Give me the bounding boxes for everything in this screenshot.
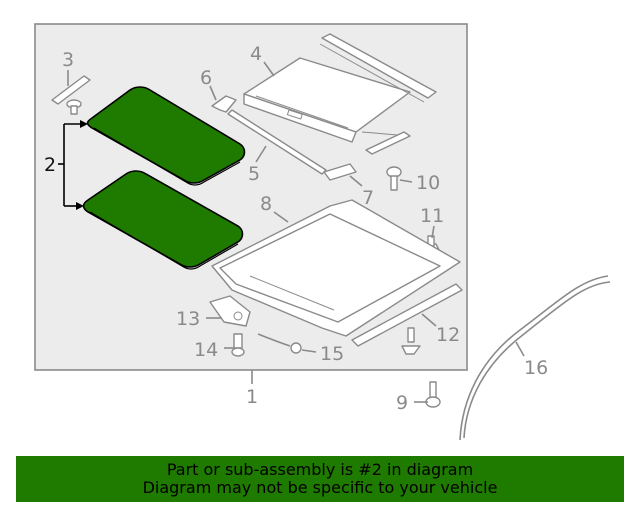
callout-9: 9 (396, 392, 408, 414)
callout-15: 15 (320, 343, 344, 365)
notice-line-2: Diagram may not be specific to your vehi… (142, 478, 498, 497)
bolt-part-10 (386, 166, 402, 191)
leader-lines (67, 61, 525, 403)
clip-part (401, 327, 421, 355)
notice-banner: Part or sub-assembly is #2 in diagram Di… (16, 456, 624, 502)
harness-part-15 (257, 333, 302, 354)
notice-line-1: Part or sub-assembly is #2 in diagram (166, 460, 474, 479)
callout-2: 2 (44, 154, 56, 176)
trim-strip-part-3 (51, 75, 91, 105)
callout-11: 11 (420, 205, 444, 227)
callout-3: 3 (62, 49, 74, 71)
callout-4: 4 (250, 43, 262, 65)
bolt-part-9 (425, 381, 441, 408)
sunshade-panel-part (243, 57, 411, 143)
glass-panel-upper (86, 86, 246, 186)
clip-part-7 (323, 163, 357, 181)
sunroof-frame-part-8 (211, 199, 461, 337)
bolt-part-14 (231, 333, 245, 357)
glass-panel-lower (82, 170, 244, 270)
callout-2-bracket (58, 120, 88, 210)
callout-8: 8 (260, 193, 272, 215)
callout-16: 16 (524, 357, 548, 379)
callout-1: 1 (246, 386, 258, 408)
callout-5: 5 (248, 163, 260, 185)
fastener-part (66, 99, 82, 115)
drain-hose-part-16 (459, 275, 611, 441)
top-rail-part (319, 33, 437, 155)
drain-strip-part-12 (351, 283, 463, 347)
callout-13: 13 (176, 308, 200, 330)
callout-7: 7 (362, 187, 374, 209)
callout-10: 10 (416, 172, 440, 194)
bracket-part-6 (211, 95, 237, 113)
rod-part-5 (227, 109, 327, 175)
callout-6: 6 (200, 67, 212, 89)
callout-14: 14 (194, 339, 218, 361)
callout-12: 12 (436, 324, 460, 346)
